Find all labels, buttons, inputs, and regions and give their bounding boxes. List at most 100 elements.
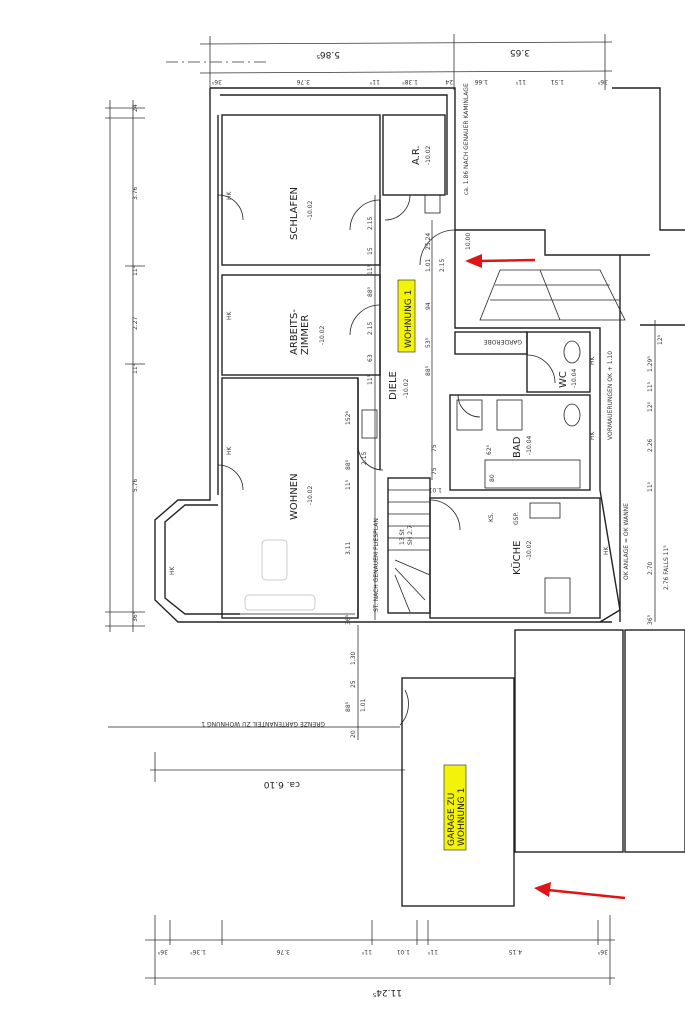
dim-top-total: 5.86⁵ [316,49,340,59]
door-ar[interactable] [384,194,411,221]
hk-label: HK [226,190,233,200]
note-grenze: GRENZE GARTENANTEIL ZU WOHNUNG 1 [201,720,325,727]
dim-bottom: 1.01 [396,948,410,955]
dim: 75 [431,467,438,475]
note-anlage: OK ANLAGE = OK WANNE [623,503,630,580]
toilet [563,340,581,364]
dim: 25 [350,680,357,688]
top-dimensions: 5.86⁵ 3.65 36⁵ 3.76 11⁵ 1.38⁵ 24 1.66 11… [166,34,613,90]
dim: 1.30 [350,651,357,665]
chimney [424,194,441,214]
room-arbeitszimmer: ZIMMER [300,315,311,355]
dim: 2.26 [647,438,654,452]
dim: 80 [489,474,496,482]
dim: 75 [431,444,438,452]
inner-dimensions: 2.15 15 11⁵ 88⁵ 2.15 63 11⁵ 152⁶ 2.15 88… [345,195,496,625]
washbasin [496,399,523,431]
dim: 15 [367,247,374,255]
dim-bottom: 3.76 [276,948,290,955]
door-terrace[interactable] [217,464,244,491]
toilet [563,403,581,427]
dim: 62⁵ [486,444,493,455]
dim-top: 36⁵ [211,78,222,85]
ks-label: KS. [488,512,495,522]
dim-top-total: 3.65 [510,47,530,57]
dim: 11⁵ [367,264,374,275]
room-diele: DIELE [388,371,399,400]
dim: 88⁵ [425,365,432,376]
dim: 88⁵ [367,286,374,297]
room-area: -10.02 [425,145,432,165]
room-bad: BAD [512,436,523,458]
dim: 2.70 [647,561,654,575]
dim-bottom: 1.36⁵ [190,948,206,955]
dim: 25.24 [425,233,432,250]
room-area: -10.02 [307,200,314,220]
entrance-door[interactable] [419,229,456,266]
dim-top: 1.51 [550,78,564,85]
dim-left: 24 [132,104,139,112]
note-vormauer: VORMAUERUNGEN OK + 1.10 [607,351,614,440]
neighbor-garage [624,629,685,853]
stove-niche [361,409,378,439]
dim: 12⁵ [657,334,664,345]
room-area: -10.04 [526,435,533,455]
bathtub [484,459,581,489]
bottom-dimensions: 36⁵ 1.36⁵ 3.76 11⁵ 1.01 11⁵ 4.15 36⁵ 11.… [145,915,615,997]
wohnung-label: WOHNUNG 1 [397,279,416,353]
door-wohnen[interactable] [357,444,384,471]
room-schlafen: SCHLAFEN [289,187,300,240]
hk-label: HK [226,445,233,455]
dim: 1.01 [360,698,367,712]
dim-bottom: 36⁵ [157,948,168,955]
stair-treads [388,489,431,613]
room-garderobe: GARDEROBE [484,338,522,345]
hk-label: HK [169,565,176,575]
dim: 11⁵ [367,374,374,385]
note-stairs: ST. NACH GENAUEM FLIESPLAN [373,518,380,612]
dim: 12⁵ [647,401,654,412]
garden-garage: 1.30 25 88⁵ 1.01 20 GRENZE GARTENANTEIL … [108,625,685,907]
dim: 63 [367,354,374,362]
dim: 1.29⁵ [647,356,654,372]
cooktop [544,577,571,614]
dim: 53⁵ [425,337,432,348]
door-balcony[interactable] [217,194,244,221]
room-area: -10.02 [319,325,326,345]
dim: 11⁵ [647,481,654,492]
left-dimensions: 24 3.76 11⁵ 2.27 11⁵ 5.76 36⁵ [105,100,145,632]
dim: 11⁵ [647,381,654,392]
sink [529,502,561,519]
dim: 1.01 [428,486,442,493]
dim-left: 11⁵ [132,363,139,374]
dim-top: 24 [445,78,453,85]
door-wc[interactable] [526,354,556,384]
gsp-label: GSP. [513,512,520,525]
room-arbeitszimmer: ARBEITS- [289,309,300,355]
dim: 36⁵ [345,614,352,625]
room-wc: WC [558,371,569,388]
dim: 2.15 [361,451,368,465]
dim: 152⁶ [345,411,352,425]
room-area: -10.02 [307,485,314,505]
dim: 88⁵ [345,701,352,712]
dim-top: 1.66 [474,78,488,85]
dim: 11⁵ [345,479,352,490]
dim-bottom-total: 11.24⁵ [372,987,402,997]
room-labels: SCHLAFEN -10.02 A.R. -10.02 ARBEITS- ZIM… [169,83,670,612]
dim-left: 5.76 [132,478,139,492]
note-kamin: ca. 1.86 NACH GENAUER KAMINLAGE [463,83,470,195]
washbasin [456,399,483,431]
dim: 1.01 [425,258,432,272]
stairs-label: 13 St [399,529,406,545]
door-schlafen[interactable] [349,199,381,231]
building-stairs [479,269,626,321]
right-dimensions: 12⁵ 1.29⁵ 11⁵ 12⁵ 2.26 11⁵ 2.70 36⁵ [647,320,664,625]
door-bad[interactable] [457,394,481,418]
door-kueche[interactable] [429,499,461,531]
dim-top: 1.38⁵ [402,78,418,85]
hk-label: HK [589,355,596,365]
door-arbeitszimmer[interactable] [349,304,381,336]
dim-top: 3.76 [296,78,310,85]
